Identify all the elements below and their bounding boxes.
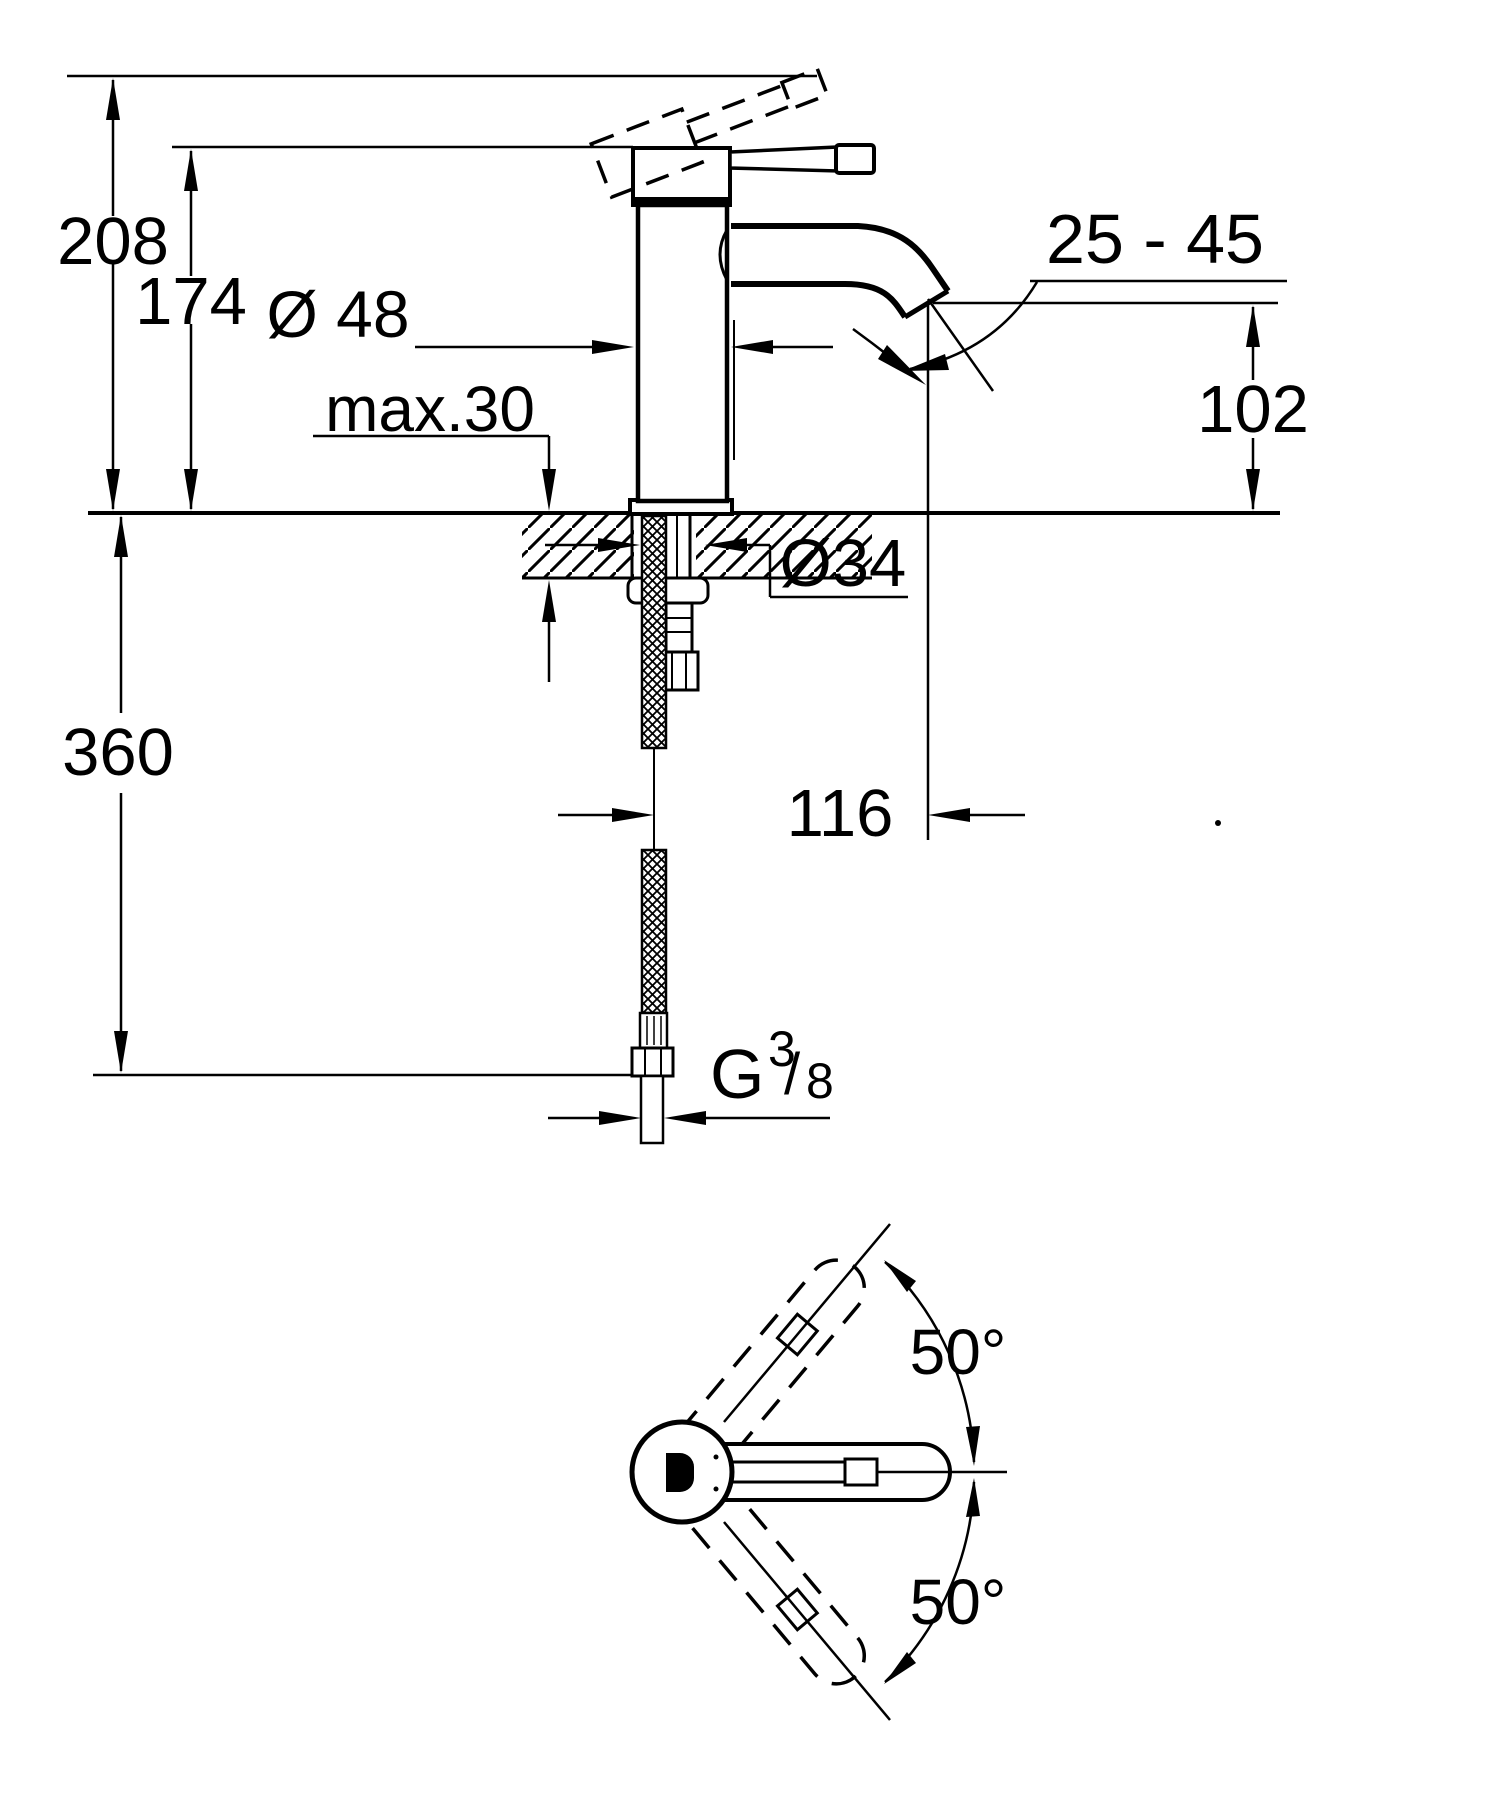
faucet-body	[588, 66, 951, 516]
hose-lower-braid	[642, 850, 666, 1013]
spout-outlet-face	[903, 288, 950, 320]
dimension-deck-thickness: max.30	[313, 373, 556, 682]
arrow-arc-left	[878, 345, 926, 385]
dim-label-116: 116	[787, 776, 894, 851]
stray-dot	[1215, 820, 1221, 826]
dim-label-thread-slash: /	[784, 1042, 801, 1107]
arrow-left	[928, 808, 970, 822]
angle-ray-upper	[723, 1223, 891, 1423]
dim-label-max30: max.30	[325, 373, 535, 445]
dim-label-d34: Ø34	[780, 526, 907, 601]
dim-label-thread-num: 3	[768, 1021, 796, 1077]
arrow-up	[114, 515, 128, 557]
cap-band	[633, 197, 730, 206]
arrow-to-ray	[884, 1652, 916, 1684]
spout-bottom-edge	[731, 281, 908, 319]
mounting-hardware	[626, 515, 710, 692]
supply-hose	[630, 478, 675, 1145]
lever-raised-top	[686, 83, 784, 124]
arrow-up	[1246, 305, 1260, 347]
dimension-spout-reach: 116	[558, 776, 1025, 851]
angle-label-lower: 50°	[910, 1566, 1007, 1638]
arrow-up	[106, 78, 120, 120]
dim-label-G: G	[710, 1035, 764, 1113]
arrow-down	[1246, 469, 1260, 511]
lever-raised-position	[588, 66, 830, 200]
mounting-stud	[664, 601, 694, 657]
arrow-right	[612, 808, 654, 822]
arrow-right	[599, 1111, 641, 1125]
lever-tip	[834, 143, 876, 175]
arrow-down	[542, 469, 556, 511]
arrow-arc-right	[903, 354, 949, 371]
arrow-left	[731, 340, 773, 354]
dimension-hose-length: 360	[62, 515, 632, 1077]
body-column	[635, 202, 730, 504]
arrow-to-centerline	[966, 1426, 980, 1466]
angle-label-upper: 50°	[910, 1316, 1007, 1388]
aerator-angle-line	[926, 298, 995, 392]
dim-label-25-45: 25 - 45	[1046, 200, 1264, 278]
dimension-thread: G 3 / 8	[548, 1021, 834, 1125]
spout-root-curve	[718, 229, 729, 281]
arrow-down	[106, 469, 120, 511]
arrow-to-ray	[884, 1260, 916, 1292]
handle-plan	[710, 1442, 952, 1502]
arrow-down	[184, 469, 198, 511]
dim-label-360: 360	[62, 715, 174, 790]
counter-cross-section	[88, 511, 1280, 580]
lever-raised-tip	[779, 66, 830, 111]
dimension-body-height: 174	[135, 149, 247, 511]
arrow-right	[592, 340, 634, 354]
hose-end-pipe	[639, 1074, 665, 1145]
cartridge-cap	[631, 146, 732, 207]
hose-upper-braid	[642, 516, 666, 748]
dimension-hole-diameter: Ø34	[545, 526, 908, 601]
detail-dot-top	[713, 1454, 719, 1460]
lever-shaft	[728, 145, 840, 173]
arrow-left	[705, 538, 747, 552]
hose-union-nut	[630, 1046, 675, 1078]
detail-dot-bottom	[713, 1486, 719, 1492]
dim-label-102: 102	[1197, 372, 1309, 447]
top-view: 50° 50°	[629, 1223, 1007, 1721]
arrow-to-centerline	[966, 1478, 980, 1517]
lever-raised-bottom	[694, 104, 792, 145]
arrow-left	[664, 1111, 706, 1125]
arrow-right	[598, 538, 640, 552]
dim-label-208: 208	[57, 204, 169, 279]
dimension-body-diameter: Ø 48	[266, 277, 833, 460]
dimension-spout-height: 25 - 45 102	[852, 200, 1309, 840]
arrow-up	[542, 580, 556, 622]
handle-tip-detail	[843, 1457, 879, 1487]
arrow-down	[114, 1031, 128, 1073]
dim-label-d48: Ø 48	[266, 277, 409, 351]
handle-outline	[710, 1442, 952, 1502]
spout-top-edge	[731, 223, 951, 293]
front-view: 208 174 Ø 48 max.30	[57, 66, 1309, 1145]
angle-arc-upper	[884, 1260, 980, 1466]
angle-arc-lower	[884, 1478, 980, 1684]
dim-label-174: 174	[135, 264, 247, 339]
cap-raised-outline	[588, 106, 705, 200]
spout	[718, 223, 951, 320]
angle-ray-lower	[723, 1521, 891, 1721]
mounting-washer	[626, 576, 710, 605]
cartridge-marker	[666, 1453, 694, 1492]
dim-label-thread-den: 8	[806, 1053, 834, 1109]
arrow-up	[184, 149, 198, 191]
dimension-total-height: 208	[57, 78, 169, 511]
